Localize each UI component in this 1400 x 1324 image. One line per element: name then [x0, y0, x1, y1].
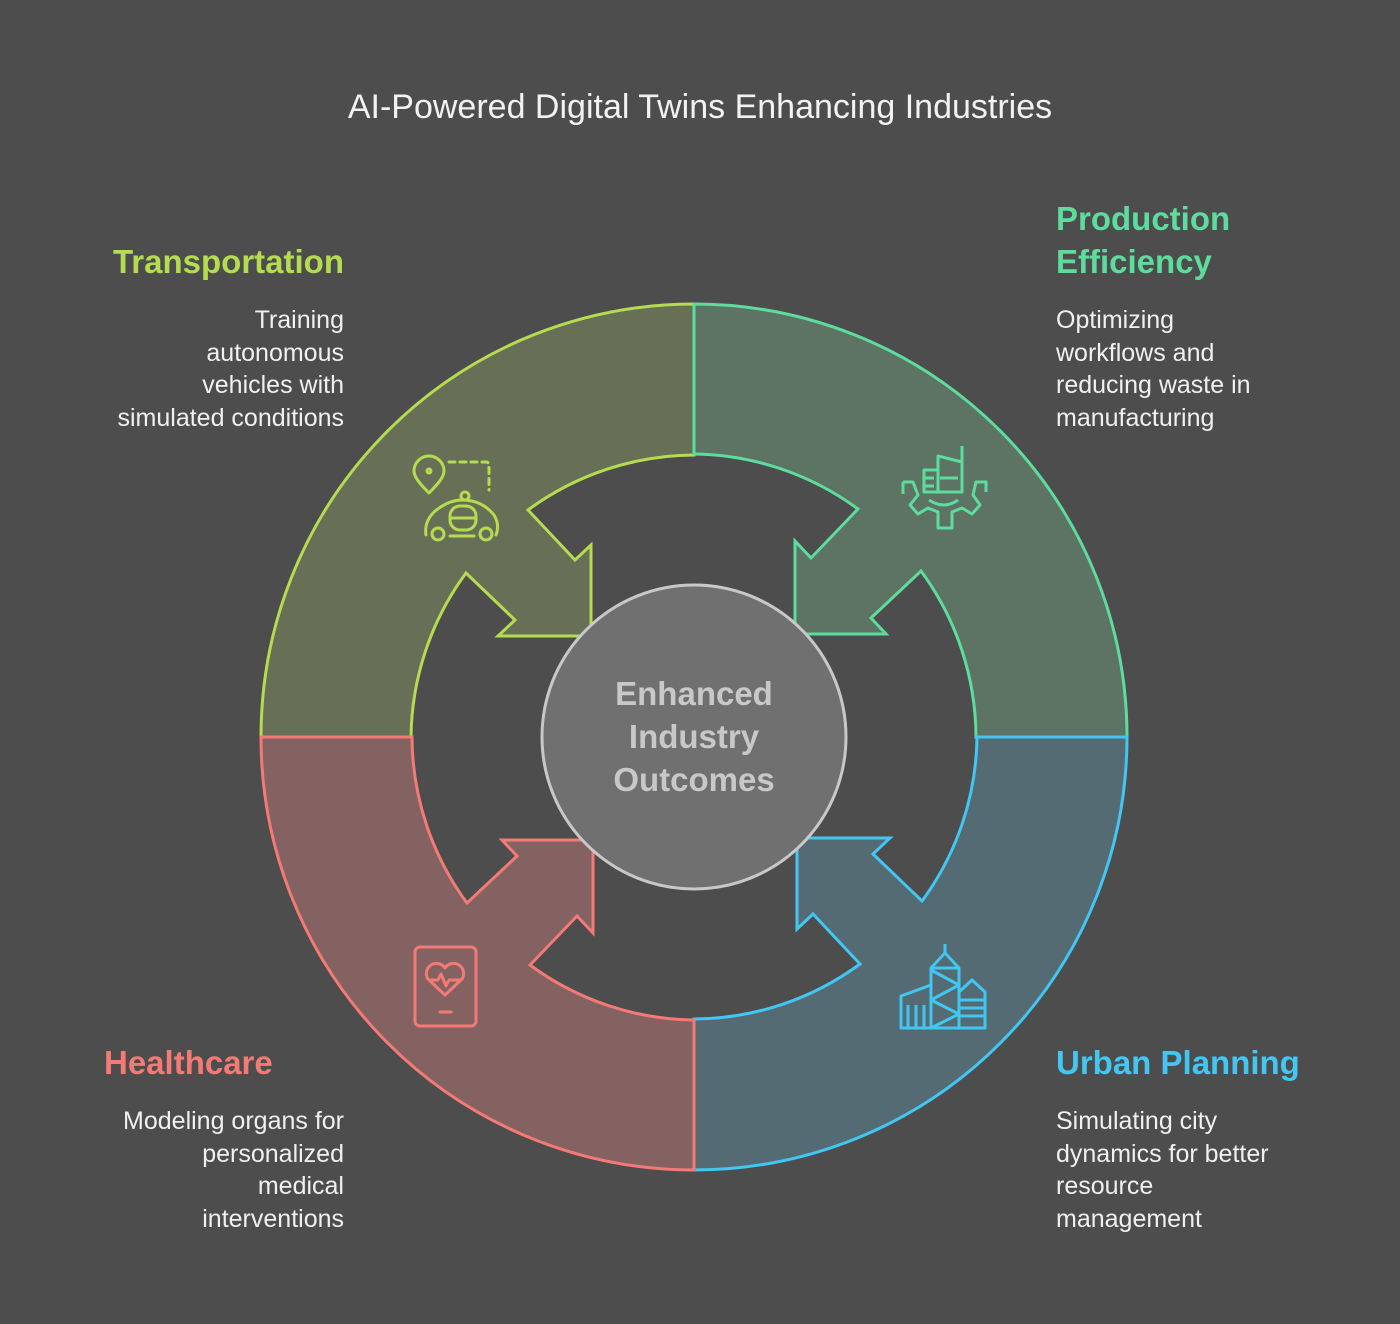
transportation-heading: Transportation: [44, 240, 344, 283]
description-line: manufacturing: [1056, 403, 1215, 432]
urban-description: Simulating city dynamics for better reso…: [1056, 1105, 1356, 1235]
heading-line: Transportation: [112, 243, 344, 280]
description-line: interventions: [202, 1204, 344, 1233]
center-label: Enhanced Industry Outcomes: [544, 672, 844, 801]
heading-line: Urban Planning: [1056, 1044, 1300, 1081]
center-line: Outcomes: [613, 761, 775, 798]
center-line: Industry: [628, 718, 760, 755]
description-line: Modeling organs for: [123, 1107, 344, 1135]
heading-line: Healthcare: [104, 1044, 273, 1081]
heading-line: Production: [1056, 200, 1231, 237]
description-line: management: [1056, 1204, 1202, 1233]
description-line: vehicles with: [202, 371, 344, 399]
healthcare-description: Modeling organs for personalized medical…: [44, 1105, 344, 1235]
description-line: resource: [1056, 1172, 1154, 1200]
production-description: Optimizing workflows and reducing waste …: [1056, 304, 1356, 434]
heart-tablet-icon: [413, 945, 478, 1028]
transportation-description: Training autonomous vehicles with simula…: [44, 304, 344, 434]
diagram-title: AI-Powered Digital Twins Enhancing Indus…: [347, 88, 1053, 126]
urban-heading: Urban Planning: [1056, 1041, 1386, 1084]
center-line: Enhanced: [615, 675, 773, 712]
description-line: autonomous: [206, 338, 344, 367]
description-line: Training: [254, 306, 344, 334]
description-line: Optimizing: [1056, 306, 1175, 334]
description-line: simulated conditions: [117, 403, 344, 432]
city-buildings-icon: [899, 944, 987, 1030]
factory-gear-icon: [901, 446, 988, 530]
heading-line: Efficiency: [1056, 243, 1212, 280]
description-line: reducing waste in: [1056, 371, 1251, 399]
description-line: personalized: [202, 1139, 344, 1168]
production-heading: Production Efficiency: [1056, 197, 1356, 283]
description-line: medical: [257, 1172, 344, 1200]
center-circle: [540, 583, 848, 891]
description-line: Simulating city: [1056, 1107, 1218, 1135]
autonomous-car-icon: [412, 454, 500, 542]
healthcare-heading: Healthcare: [104, 1041, 404, 1084]
description-line: dynamics for better: [1056, 1139, 1269, 1168]
description-line: workflows and: [1056, 338, 1215, 367]
